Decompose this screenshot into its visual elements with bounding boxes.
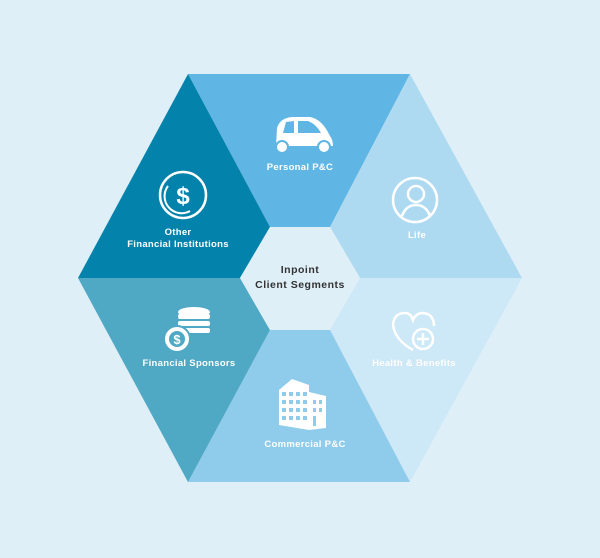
building-icon <box>279 379 326 430</box>
label-other-financial-institutions: Other Financial Institutions <box>118 227 238 251</box>
svg-text:$: $ <box>173 332 181 347</box>
segment-personal-pc[interactable] <box>188 74 410 227</box>
center-title: Inpoint Client Segments <box>240 263 360 293</box>
center-hexagon <box>240 227 360 330</box>
label-commercial-pc: Commercial P&C <box>264 439 346 450</box>
center-title-line-2: Client Segments <box>255 279 345 291</box>
center-title-line-1: Inpoint <box>280 264 320 276</box>
coins-icon: $ <box>163 307 210 353</box>
label-life: Life <box>407 230 427 241</box>
segment-other-financial-institutions[interactable] <box>78 74 270 278</box>
label-line-1: Other <box>164 227 192 238</box>
segment-financial-sponsors[interactable] <box>78 278 270 482</box>
person-icon <box>391 176 439 224</box>
segment-life[interactable] <box>330 74 522 278</box>
svg-text:$: $ <box>176 183 190 210</box>
label-personal-pc: Personal P&C <box>266 162 334 173</box>
label-financial-sponsors: Financial Sponsors <box>142 358 236 369</box>
label-health-benefits: Health & Benefits <box>372 358 456 369</box>
heart-plus-icon <box>391 311 436 352</box>
car-icon <box>275 117 333 154</box>
dollar-icon: $ <box>158 170 208 220</box>
label-line-2: Financial Institutions <box>127 239 229 250</box>
segment-health-benefits[interactable] <box>330 278 522 482</box>
